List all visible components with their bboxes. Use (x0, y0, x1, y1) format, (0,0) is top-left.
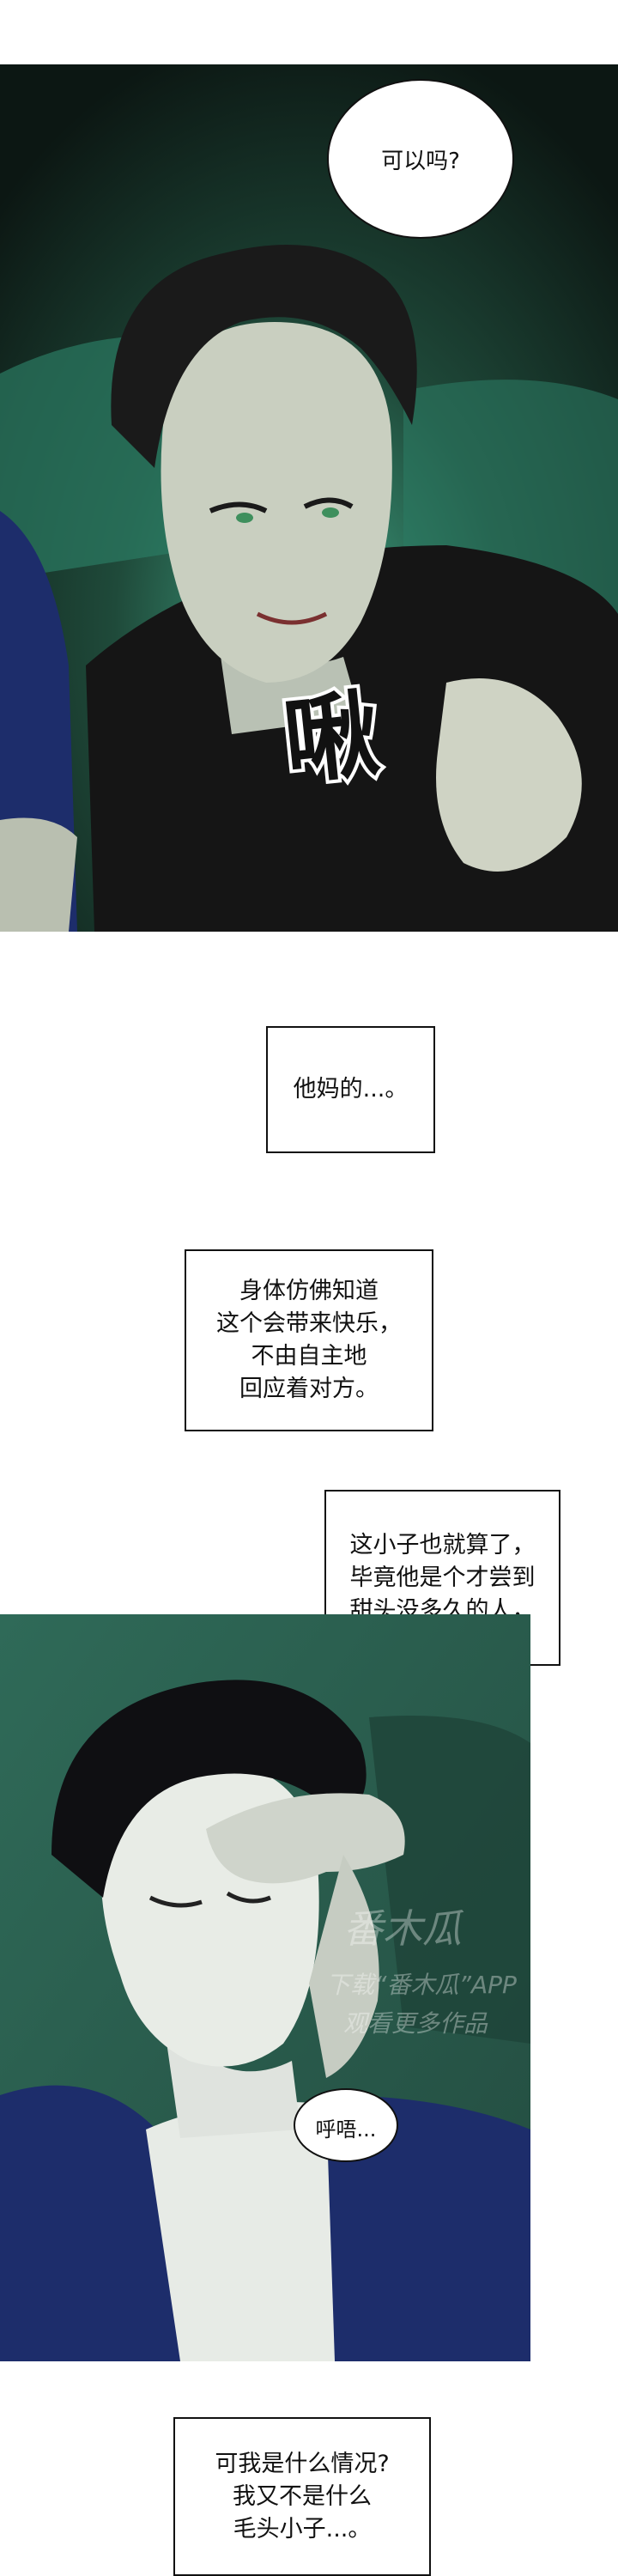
narration-text-2: 身体仿佛知道 这个会带来快乐， 不由自主地 回应着对方。 (216, 1278, 402, 1402)
speech-bubble-text: 可以吗? (381, 149, 460, 174)
narration-box-1: 他妈的...。 (266, 1026, 435, 1153)
panel-1-illustration (0, 64, 618, 932)
watermark-line-2: 下载“番木瓜”APP (326, 1971, 517, 1999)
narration-box-4: 可我是什么情况? 我又不是什么 毛头小子...。 (173, 2417, 431, 2576)
speech-bubble-2-text: 呼唔... (315, 2117, 377, 2142)
narration-text-1: 他妈的...。 (293, 1076, 409, 1103)
narration-text-3: 这小子也就算了， 毕竟他是个才尝到 甜头没多久的人， (349, 1531, 536, 1624)
watermark-line-3: 观看更多作品 (343, 2009, 488, 2038)
comic-panel-2: 呼唔... 番木瓜 下载“番木瓜”APP 观看更多作品 (0, 1614, 530, 2361)
speech-bubble-2 (294, 2088, 398, 2162)
narration-text-4: 可我是什么情况? 我又不是什么 毛头小子...。 (215, 2450, 390, 2543)
narration-box-2: 身体仿佛知道 这个会带来快乐， 不由自主地 回应着对方。 (185, 1249, 433, 1431)
sound-effect: 啾 (276, 676, 385, 801)
comic-panel-1: 可以吗? 啾 (0, 64, 618, 932)
speech-bubble (327, 79, 514, 239)
watermark-logo: 番木瓜 (343, 1905, 462, 1952)
